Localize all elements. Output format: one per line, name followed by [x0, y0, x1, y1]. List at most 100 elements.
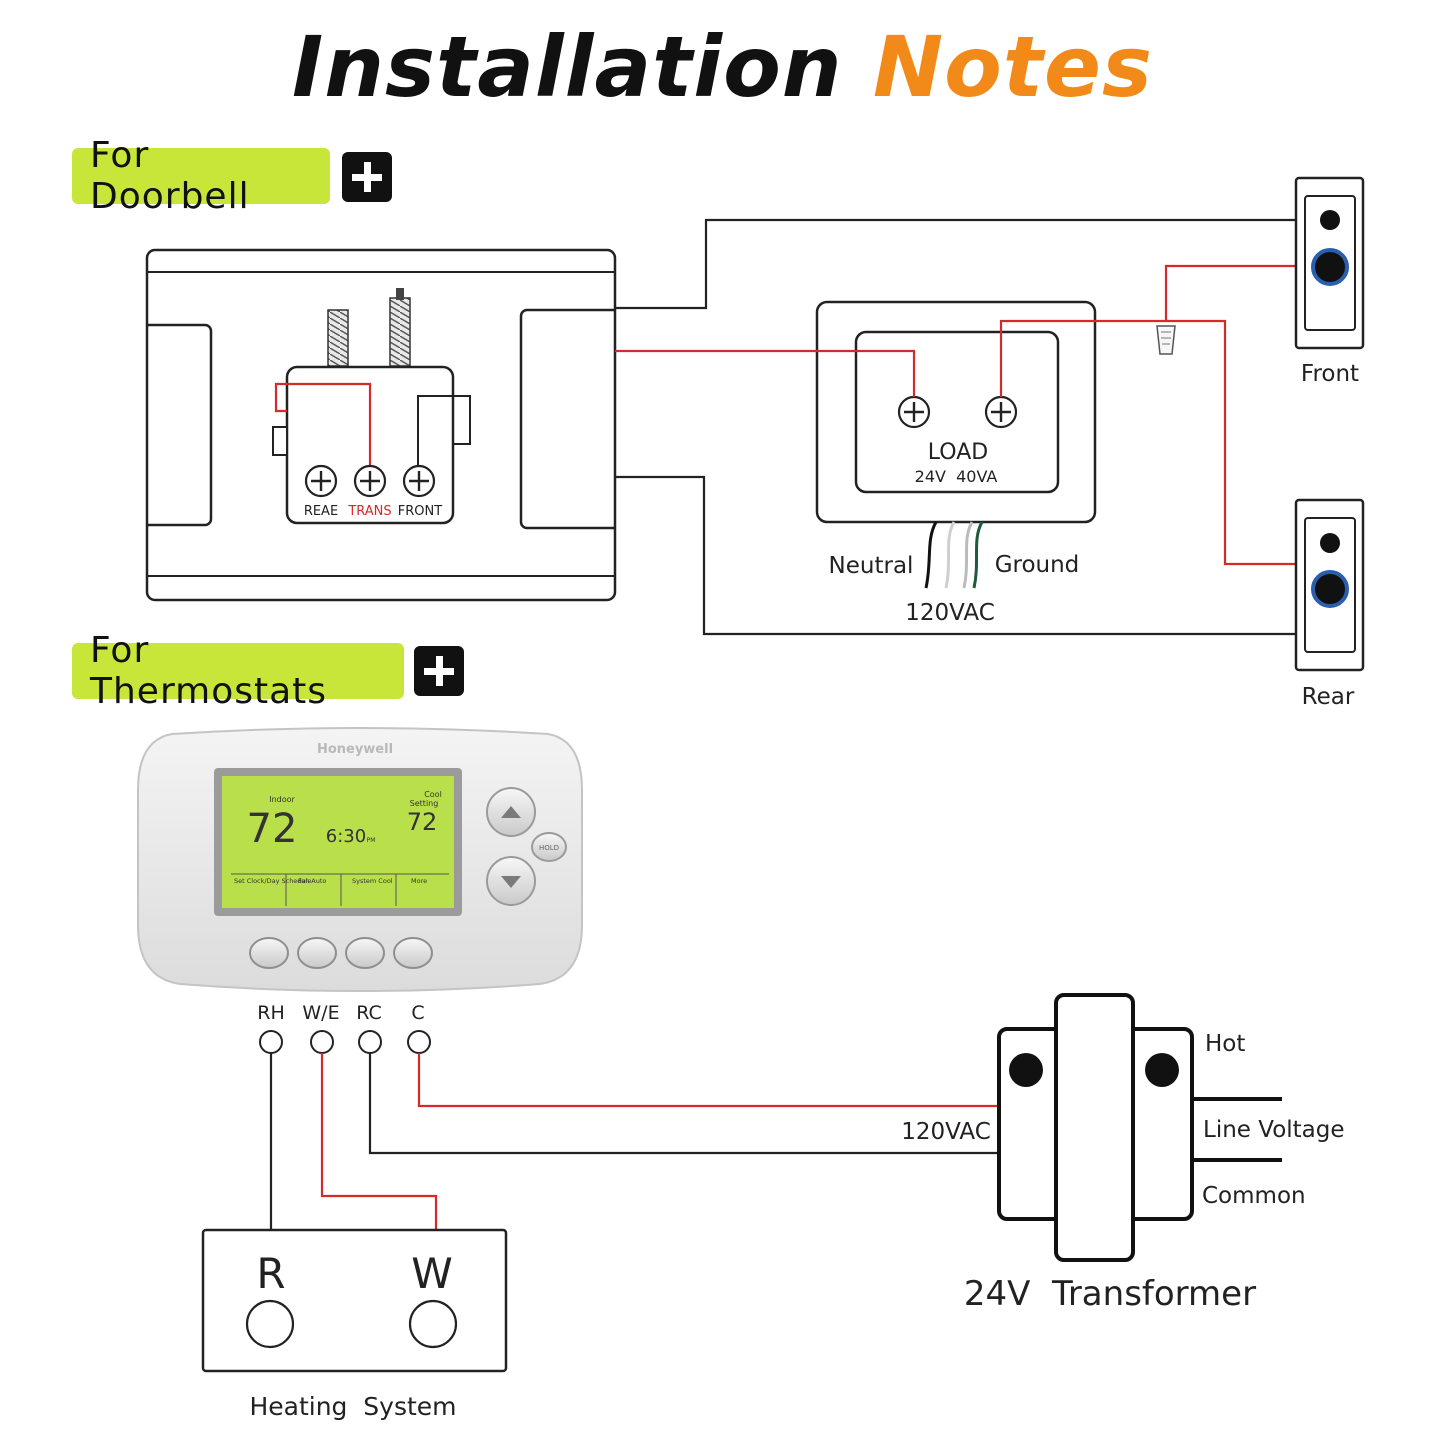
front-doorbell-button [1294, 176, 1365, 350]
terminal-c [407, 1030, 431, 1054]
chime-front-wire [417, 395, 471, 470]
soft-button-1 [249, 937, 289, 969]
thermostat-plus-icon [414, 646, 464, 696]
thermostat-brand: Honeywell [317, 742, 393, 757]
neutral-wire [924, 521, 938, 589]
terminal-label-trans: TRANS [347, 504, 391, 519]
terminal-label-reae: REAE [304, 504, 338, 519]
lcd-menu-2: Fan Auto [298, 877, 326, 885]
wire-nut-to-rear [1166, 319, 1296, 566]
plunger-left [327, 309, 349, 367]
title-part-1: Installation [291, 18, 843, 116]
lcd-cool-label: Cool [424, 790, 442, 799]
transformer-terminal-left [1009, 1053, 1043, 1087]
white-wire [944, 521, 956, 589]
wire-trans-to-load [615, 349, 916, 397]
wire-to-front-black [615, 218, 1296, 310]
doorbell-supply-label: 120VAC [905, 600, 995, 626]
soft-button-4 [393, 937, 433, 969]
wire-c-to-transformer [417, 1053, 1000, 1108]
transformer-core [1054, 993, 1135, 1262]
temp-down-button [486, 856, 536, 906]
chime-block-tab-left [272, 426, 288, 456]
doorbell-transformer: LOAD 24V 40VA Neutral Ground 120VAC [815, 300, 1097, 626]
front-push-button [1311, 248, 1349, 286]
chime-left-bracket [147, 323, 213, 527]
transformer-terminal-right [1145, 1053, 1179, 1087]
heating-terminal-w [408, 1299, 458, 1349]
lcd-setting-label: Setting [410, 799, 439, 808]
lcd-time-suffix: PM [367, 837, 376, 844]
chevron-up-icon [501, 806, 521, 818]
wire-to-rear-black [615, 475, 1296, 636]
transformer-inner [854, 330, 1060, 494]
wire-load-to-nut [999, 319, 1166, 397]
lcd-screen [222, 776, 454, 908]
chime-terminal-front [402, 464, 436, 498]
terminal-we [310, 1030, 334, 1054]
heating-terminal-w-label: W [411, 1249, 453, 1298]
heating-terminal-r-label: R [256, 1249, 285, 1298]
temp-up-button [486, 787, 536, 837]
lcd-menu-4: More [411, 877, 427, 885]
lcd-menu-3: System Cool [352, 877, 393, 885]
chevron-down-icon [501, 876, 521, 888]
ground-wire [972, 521, 984, 589]
soft-button-3 [345, 937, 385, 969]
chime-unit: REAE TRANS FRONT [145, 248, 617, 602]
plunger-right-tip [396, 288, 404, 300]
thermostat-device: Honeywell Indoor 72 6:30 PM Cool Setting… [137, 727, 583, 992]
wire-nut-icon [1156, 325, 1176, 355]
ground-label: Ground [995, 552, 1080, 578]
title-part-2: Notes [872, 18, 1153, 116]
rear-doorbell-button [1294, 498, 1365, 672]
load-terminal-left [897, 395, 931, 429]
terminal-label-front: FRONT [398, 504, 442, 519]
hold-label: HOLD [539, 844, 559, 852]
terminal-label-rc: RC [356, 1002, 382, 1024]
load-label: LOAD [928, 440, 988, 465]
terminal-label-rh: RH [257, 1002, 285, 1024]
load-terminal-right [984, 395, 1018, 429]
wire-we-to-w [320, 1053, 438, 1230]
thermostat-supply-label: 120VAC [901, 1119, 991, 1145]
plunger-right [389, 297, 411, 367]
wire-rc-to-transformer [368, 1053, 1000, 1155]
front-led-dot [1320, 210, 1340, 230]
page-title: Installation Notes [0, 18, 1445, 116]
terminal-label-c: C [411, 1002, 424, 1024]
load-rating: 24V 40VA [915, 467, 998, 486]
heating-system-label: Heating System [249, 1392, 456, 1421]
lcd-setting-temp: 72 [407, 808, 438, 836]
thermostat-section-text: For Thermostats [90, 630, 328, 712]
common-label: Common [1202, 1183, 1306, 1209]
front-label: Front [1301, 361, 1359, 387]
terminal-label-we: W/E [302, 1002, 339, 1024]
hot-label: Hot [1205, 1031, 1245, 1057]
chime-right-bracket [519, 308, 615, 530]
wire-nut-to-front [1164, 264, 1296, 321]
lcd-time: 6:30 [326, 826, 366, 847]
hold-button: HOLD [531, 832, 567, 862]
thermostat-transformer [997, 993, 1282, 1262]
thermostat-section-label: For Thermostats [72, 630, 404, 712]
lcd-indoor-temp: 72 [247, 806, 298, 852]
neutral-label: Neutral [829, 553, 914, 579]
lcd-menu-1: Set Clock/Day Schedule [234, 877, 311, 885]
chime-terminal-trans [353, 464, 387, 498]
grey-wire [962, 521, 974, 589]
doorbell-plus-icon [342, 152, 392, 202]
doorbell-section-text: For Doorbell [90, 135, 250, 217]
terminal-rc [358, 1030, 382, 1054]
soft-button-2 [297, 937, 337, 969]
lcd-indoor-label: Indoor [269, 795, 295, 804]
transformer-name: 24V Transformer [964, 1274, 1256, 1314]
line-voltage-label: Line Voltage [1203, 1117, 1345, 1143]
heating-terminal-r [245, 1299, 295, 1349]
chime-trans-wire [274, 382, 372, 470]
heating-system: R W [201, 1228, 508, 1373]
doorbell-section-label: For Doorbell [72, 135, 330, 217]
heating-system-box [201, 1228, 508, 1373]
